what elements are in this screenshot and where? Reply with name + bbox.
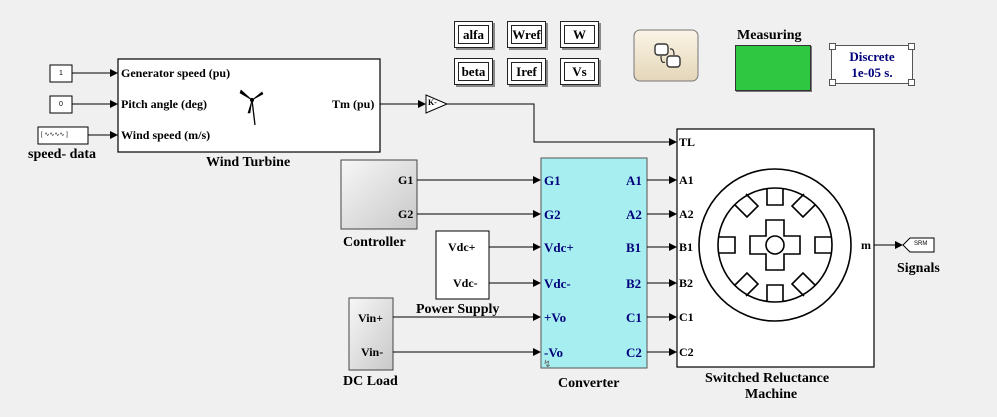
converter-out-c2: C2 — [626, 345, 642, 360]
wt-output-tm: Tm (pu) — [332, 97, 375, 111]
powergui-sample-time: 1e-05 s. — [851, 65, 893, 80]
srm-out-m: m — [861, 238, 871, 252]
converter-out-a2: A2 — [626, 207, 642, 222]
wind-turbine-icon — [239, 89, 264, 126]
wt-input-generator-speed: Generator speed (pu) — [121, 66, 231, 80]
gain-block[interactable] — [425, 94, 449, 114]
wind-turbine-title: Wind Turbine — [206, 155, 291, 170]
srm-in-a2: A2 — [679, 207, 694, 221]
wt-input-wind-speed: Wind speed (m/s) — [121, 128, 211, 142]
converter-out-b1: B1 — [626, 240, 642, 255]
converter-out-c1: C1 — [626, 310, 642, 325]
wind-data-caption: speed- data — [28, 147, 97, 162]
scope-iref-button[interactable]: Iref — [507, 58, 546, 85]
scope-vs-button[interactable]: Vs — [560, 58, 599, 85]
converter-block[interactable] — [540, 157, 648, 369]
constant-one-value: 1 — [59, 70, 63, 77]
power-supply-port-minus: Vdc- — [453, 276, 478, 290]
srm-block[interactable] — [676, 128, 875, 368]
srm-in-a1: A1 — [679, 173, 694, 187]
converter-in-g1: G1 — [544, 173, 561, 188]
measuring-title: Measuring — [737, 28, 802, 43]
srm-title-line2: Machine — [745, 387, 798, 402]
wt-input-pitch-angle: Pitch angle (deg) — [121, 97, 207, 111]
wind-turbine-section — [37, 58, 677, 153]
controller-block[interactable] — [340, 159, 418, 230]
converter-out-a1: A1 — [626, 173, 642, 188]
powergui-mode: Discrete — [849, 49, 895, 64]
scope-beta-button[interactable]: beta — [454, 58, 493, 85]
constant-zero-value: 0 — [59, 101, 63, 108]
measuring-block[interactable] — [735, 45, 811, 91]
converter-to-srm-wires — [647, 176, 677, 356]
converter-in-vdc-plus: Vdc+ — [544, 240, 574, 255]
controller-out-g2: G2 — [398, 207, 414, 221]
converter-in-vo-minus: -Vo — [544, 345, 564, 360]
gain-label: K- — [428, 98, 437, 107]
srm-motor-icon — [698, 168, 852, 322]
scope-w-button[interactable]: W — [560, 21, 599, 48]
srm-title-line1: Switched Reluctance — [705, 371, 830, 386]
signals-tag-text: SRM — [914, 241, 928, 247]
srm-in-tl: TL — [679, 135, 696, 149]
srm-in-c2: C2 — [679, 345, 694, 359]
converter-out-b2: B2 — [626, 276, 642, 291]
srm-in-c1: C1 — [679, 310, 694, 324]
converter-title: Converter — [558, 376, 620, 391]
stateflow-button[interactable] — [633, 29, 699, 82]
srm-in-b2: B2 — [679, 276, 694, 290]
converter-in-vdc-minus: Vdc- — [544, 276, 571, 291]
scope-alfa-button[interactable]: alfa — [454, 21, 493, 48]
stateflow-icon — [654, 43, 669, 56]
dc-load-title: DC Load — [343, 374, 398, 389]
powergui-block[interactable]: Discrete 1e-05 s. — [829, 43, 915, 86]
dc-load-port-minus: Vin- — [361, 345, 384, 359]
wind-data-icon: [ ∿∿∿∿ ] — [41, 132, 68, 138]
dc-load-port-plus: Vin+ — [358, 311, 384, 325]
power-supply-block[interactable] — [435, 230, 490, 300]
converter-in-vo-plus: +Vo — [544, 310, 567, 325]
converter-in-g2: G2 — [544, 207, 561, 222]
controller-out-g1: G1 — [398, 173, 414, 187]
dc-load-block[interactable] — [348, 297, 394, 371]
power-supply-title: Power Supply — [416, 302, 500, 317]
wind-turbine-block[interactable] — [117, 58, 381, 153]
scope-wref-button[interactable]: Wref — [507, 21, 546, 48]
controller-title: Controller — [343, 235, 406, 250]
signals-goto-tag[interactable] — [902, 237, 935, 253]
converter-lightning-icon: ↯ — [543, 359, 551, 370]
power-supply-port-plus: Vdc+ — [448, 240, 476, 254]
srm-in-b1: B1 — [679, 240, 694, 254]
signals-title: Signals — [897, 261, 940, 276]
